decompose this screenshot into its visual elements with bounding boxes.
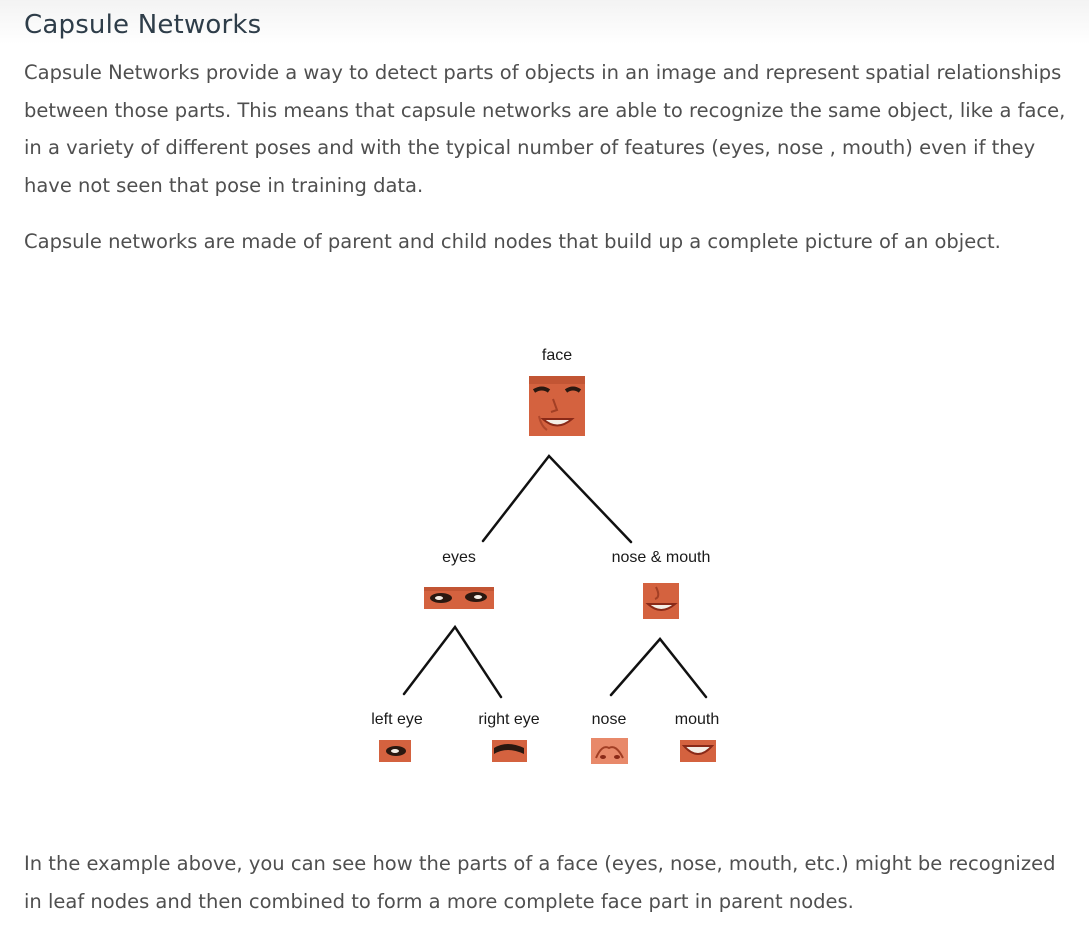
nose-thumbnail: [591, 738, 628, 764]
node-label-right-eye: right eye: [478, 711, 539, 728]
edge-eyes-children: [402, 624, 503, 699]
page-title: Capsule Networks: [24, 10, 262, 40]
nose-mouth-thumbnail: [643, 583, 679, 619]
intro-paragraph: Capsule Networks provide a way to detect…: [24, 61, 1066, 197]
top-bar: [0, 0, 1089, 44]
tree-edges: [402, 454, 708, 699]
node-label-left-eye: left eye: [371, 711, 423, 728]
node-label-eyes: eyes: [442, 549, 476, 566]
node-label-face: face: [542, 347, 572, 364]
mouth-thumbnail: [680, 740, 716, 762]
structure-paragraph: Capsule networks are made of parent and …: [24, 230, 1001, 253]
left-eye-thumbnail: [379, 740, 411, 762]
right-eye-thumbnail: [492, 740, 527, 762]
eyes-thumbnail: [424, 587, 494, 609]
face-thumbnail: [529, 376, 585, 436]
edge-face-children: [481, 454, 633, 544]
node-label-nose-mouth: nose & mouth: [612, 549, 711, 566]
edge-nose-mouth-children: [609, 637, 708, 699]
node-label-mouth: mouth: [675, 711, 719, 728]
node-label-nose: nose: [592, 711, 627, 728]
example-paragraph: In the example above, you can see how th…: [24, 852, 1056, 913]
